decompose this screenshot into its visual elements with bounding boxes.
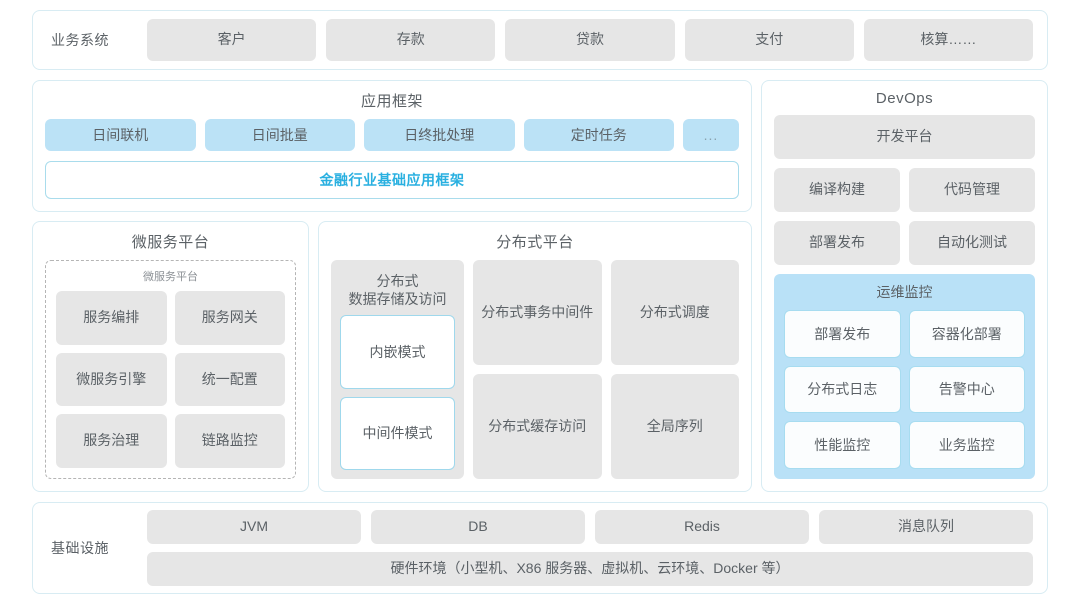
devops-deploy-release[interactable]: 部署发布 [774,221,900,265]
devops-stack: 开发平台 编译构建 代码管理 部署发布 自动化测试 运维监控 部署发布 容器化部… [774,115,1035,479]
ms-microservice-engine[interactable]: 微服务引擎 [56,352,167,407]
distributed-platform-grid: 分布式 数据存储及访问 内嵌模式 中间件模式 [331,260,739,479]
app-framework-eod-batch[interactable]: 日终批处理 [364,119,515,151]
ops-monitoring-title: 运维监控 [876,284,933,300]
ms-service-governance[interactable]: 服务治理 [56,414,167,468]
cell-0-line2: 事务中间件 [523,303,594,320]
ops-monitoring-grid: 部署发布 容器化部署 分布式日志 告警中心 性能监控 业务监控 [784,310,1025,469]
business-system-accounting[interactable]: 核算…… [863,19,1034,61]
infra-message-queue[interactable]: 消息队列 [819,510,1033,544]
microservice-platform-inner-title: 微服务平台 [143,271,198,283]
business-system-loan[interactable]: 贷款 [505,19,675,61]
infrastructure-section: 基础设施 JVM DB Redis 消息队列 硬件环境（小型机、X86 服务器、… [32,502,1048,594]
devops-column: DevOps 开发平台 编译构建 代码管理 部署发布 自动化测试 运维监控 部 [761,80,1048,492]
monitor-deploy-release[interactable]: 部署发布 [784,310,901,358]
devops-compile-build[interactable]: 编译构建 [774,168,900,212]
app-framework-scheduled-task[interactable]: 定时任务 [523,119,674,151]
lower-platform-row: 微服务平台 微服务平台 服务编排 服务网关 微服务引擎 统一配置 服务治理 链路… [32,221,752,492]
app-framework-more[interactable]: ... [683,119,739,151]
business-systems-section: 业务系统 客户 存款 贷款 支付 核算…… [32,10,1048,70]
business-systems-label: 业务系统 [51,32,109,48]
distributed-data-storage-box[interactable]: 分布式 数据存储及访问 内嵌模式 中间件模式 [331,260,464,479]
monitor-performance[interactable]: 性能监控 [784,421,901,469]
devops-section: DevOps 开发平台 编译构建 代码管理 部署发布 自动化测试 运维监控 部 [761,80,1048,492]
ops-monitoring-section: 运维监控 部署发布 容器化部署 分布式日志 告警中心 性能监控 业务监控 [774,274,1035,479]
distributed-scheduling[interactable]: 分布式调度 [610,260,739,365]
global-sequence[interactable]: 全局序列 [610,374,739,479]
monitor-business[interactable]: 业务监控 [908,421,1025,469]
distributed-platform-section: 分布式平台 分布式 数据存储及访问 内嵌模式 中间件模式 [318,221,752,492]
application-framework-section: 应用框架 日间联机 日间批量 日终批处理 定时任务 ... 金融行业基础应用框架 [32,80,752,212]
infra-hardware-environment[interactable]: 硬件环境（小型机、X86 服务器、虚拟机、云环境、Docker 等） [147,552,1033,586]
devops-code-management[interactable]: 代码管理 [909,168,1035,212]
financial-base-framework-bar[interactable]: 金融行业基础应用框架 [45,161,739,199]
distributed-cells-grid: 分布式 事务中间件 分布式调度 分布式 缓存访问 全局序列 [473,260,739,479]
ms-unified-config[interactable]: 统一配置 [174,352,285,407]
monitor-alert-center[interactable]: 告警中心 [908,365,1025,414]
app-framework-daytime-batch[interactable]: 日间批量 [204,119,355,151]
cell-2-line2: 缓存访问 [530,417,587,434]
middle-zone: 应用框架 日间联机 日间批量 日终批处理 定时任务 ... 金融行业基础应用框架… [32,80,1048,492]
devops-title: DevOps [875,90,934,107]
monitor-distributed-logs[interactable]: 分布式日志 [784,365,901,414]
infrastructure-items: JVM DB Redis 消息队列 [147,510,1033,544]
storage-mode-middleware[interactable]: 中间件模式 [340,396,455,470]
microservice-platform-inner: 微服务平台 服务编排 服务网关 微服务引擎 统一配置 服务治理 链路监控 [45,260,296,479]
devops-automated-testing[interactable]: 自动化测试 [909,221,1035,265]
ms-trace-monitoring[interactable]: 链路监控 [174,414,285,468]
monitor-containerized-deploy[interactable]: 容器化部署 [908,310,1025,358]
distributed-storage-column: 分布式 数据存储及访问 内嵌模式 中间件模式 [331,260,464,479]
distributed-transaction-middleware[interactable]: 分布式 事务中间件 [473,260,602,365]
distributed-storage-modes: 内嵌模式 中间件模式 [340,315,455,470]
cell-0-line1: 分布式 [481,303,524,320]
ms-service-orchestration[interactable]: 服务编排 [56,291,167,345]
microservice-platform-title: 微服务平台 [131,234,210,251]
business-system-customer[interactable]: 客户 [147,19,317,61]
ms-service-gateway[interactable]: 服务网关 [174,291,285,345]
application-framework-title: 应用框架 [360,93,423,110]
app-framework-daytime-online[interactable]: 日间联机 [45,119,196,151]
infra-jvm[interactable]: JVM [147,510,361,544]
devops-row-1: 编译构建 代码管理 [774,168,1035,212]
storage-title-line1: 分布式 [376,273,419,289]
microservice-platform-items: 服务编排 服务网关 微服务引擎 统一配置 服务治理 链路监控 [56,291,285,468]
distributed-data-storage-title: 分布式 数据存储及访问 [340,268,455,315]
cell-2-line1: 分布式 [488,417,531,434]
storage-title-line2: 数据存储及访问 [348,291,447,308]
microservice-platform-section: 微服务平台 微服务平台 服务编排 服务网关 微服务引擎 统一配置 服务治理 链路… [32,221,309,492]
infra-db[interactable]: DB [371,510,585,544]
application-framework-items: 日间联机 日间批量 日终批处理 定时任务 ... [45,119,739,151]
business-systems-items: 客户 存款 贷款 支付 核算…… [147,19,1034,61]
infrastructure-content: JVM DB Redis 消息队列 硬件环境（小型机、X86 服务器、虚拟机、云… [147,510,1033,586]
business-system-deposit[interactable]: 存款 [326,19,496,61]
distributed-platform-title: 分布式平台 [496,234,574,251]
business-system-payment[interactable]: 支付 [684,19,854,61]
distributed-cache-access[interactable]: 分布式 缓存访问 [473,374,602,479]
devops-row-2: 部署发布 自动化测试 [774,221,1035,265]
devops-development-platform[interactable]: 开发平台 [774,115,1035,159]
platform-column: 应用框架 日间联机 日间批量 日终批处理 定时任务 ... 金融行业基础应用框架… [32,80,752,492]
infrastructure-hardware-row: 硬件环境（小型机、X86 服务器、虚拟机、云环境、Docker 等） [147,552,1033,586]
infrastructure-label: 基础设施 [51,540,109,556]
storage-mode-embedded[interactable]: 内嵌模式 [340,315,455,389]
infra-redis[interactable]: Redis [595,510,809,544]
